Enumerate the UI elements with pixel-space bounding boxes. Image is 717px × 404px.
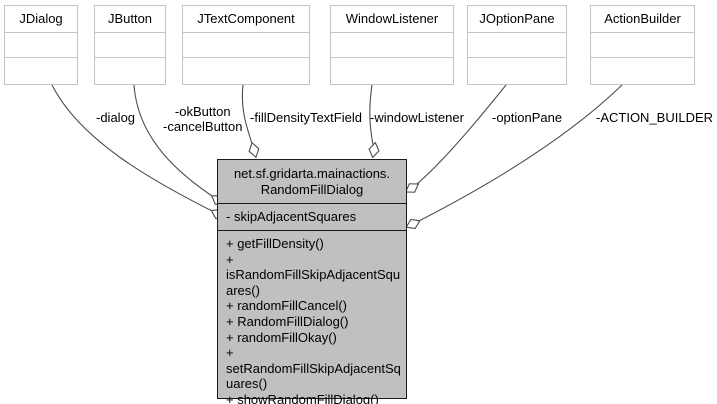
class-name-jbutton: JButton [95, 6, 165, 33]
class-attributes-jbutton [95, 33, 165, 58]
class-name-jtextcomponent: JTextComponent [183, 6, 309, 33]
edge-label-line-2: -cancelButton [163, 119, 243, 134]
class-name-line-1: net.sf.gridarta.mainactions. [233, 166, 391, 181]
class-operations-actionbuilder [591, 58, 694, 84]
relationship-line [412, 84, 623, 225]
class-box-jtextcomponent[interactable]: JTextComponent [182, 5, 310, 85]
relationship-line [411, 84, 507, 189]
class-operations-jbutton [95, 58, 165, 84]
class-operations-windowlistener [331, 58, 453, 84]
edge-label-rel-optionpane: -optionPane [492, 110, 563, 125]
edge-label-rel-dialog: -dialog [96, 110, 136, 125]
class-box-actionbuilder[interactable]: ActionBuilder [590, 5, 695, 85]
class-box-jbutton[interactable]: JButton [94, 5, 166, 85]
edge-label-rel-windowlistener: -windowListener [370, 110, 464, 125]
aggregation-diamond-icon [368, 141, 380, 159]
class-name-windowlistener: WindowListener [331, 6, 453, 33]
class-operations-joptionpane [468, 58, 566, 84]
aggregation-diamond-icon [248, 141, 260, 159]
operation-row: + RandomFillDialog() [226, 313, 349, 329]
class-name-joptionpane: JOptionPane [468, 6, 566, 33]
operation-row: + showRandomFillDialog() [226, 391, 379, 404]
class-box-jdialog[interactable]: JDialog [4, 5, 78, 85]
relationship-line [133, 84, 219, 201]
operation-row: + randomFillCancel() [226, 298, 348, 314]
class-name-jdialog: JDialog [5, 6, 77, 33]
attribute-row: - skipAdjacentSquares [226, 209, 357, 224]
class-attributes-windowlistener [331, 33, 453, 58]
class-attributes-jdialog [5, 33, 77, 58]
class-box-joptionpane[interactable]: JOptionPane [467, 5, 567, 85]
class-operations-jtextcomponent [183, 58, 309, 84]
edge-label-line-1: -okButton [174, 104, 231, 119]
class-name-randomfilldialog: net.sf.gridarta.mainactions.RandomFillDi… [218, 160, 406, 204]
class-attributes-jtextcomponent [183, 33, 309, 58]
class-attributes-joptionpane [468, 33, 566, 58]
relationship-rel-optionpane [404, 84, 507, 193]
operation-row: + randomFillOkay() [226, 329, 337, 345]
operation-row: + getFillDensity() [226, 236, 324, 251]
class-operations-randomfilldialog: + getFillDensity()+ isRandomFillSkipAdja… [218, 231, 406, 404]
class-box-windowlistener[interactable]: WindowListener [330, 5, 454, 85]
class-operations-jdialog [5, 58, 77, 84]
class-attributes-randomfilldialog: - skipAdjacentSquares [218, 204, 406, 231]
relationship-rel-action-builder [405, 84, 623, 230]
operation-row: + isRandomFillSkipAdjacentSquares() [226, 251, 401, 298]
class-box-randomfilldialog[interactable]: net.sf.gridarta.mainactions.RandomFillDi… [217, 159, 407, 404]
class-name-actionbuilder: ActionBuilder [591, 6, 694, 33]
edge-label-rel-action-builder: -ACTION_BUILDER [596, 110, 714, 125]
class-attributes-actionbuilder [591, 33, 694, 58]
edge-label-rel-filldensitytextfield: -fillDensityTextField [250, 110, 362, 125]
operation-row: + setRandomFillSkipAdjacentSquares() [226, 345, 401, 392]
edge-label-rel-okbutton-cancelbutton: -okButton-cancelButton [163, 104, 243, 134]
class-name-line-2: RandomFillDialog [260, 182, 364, 197]
